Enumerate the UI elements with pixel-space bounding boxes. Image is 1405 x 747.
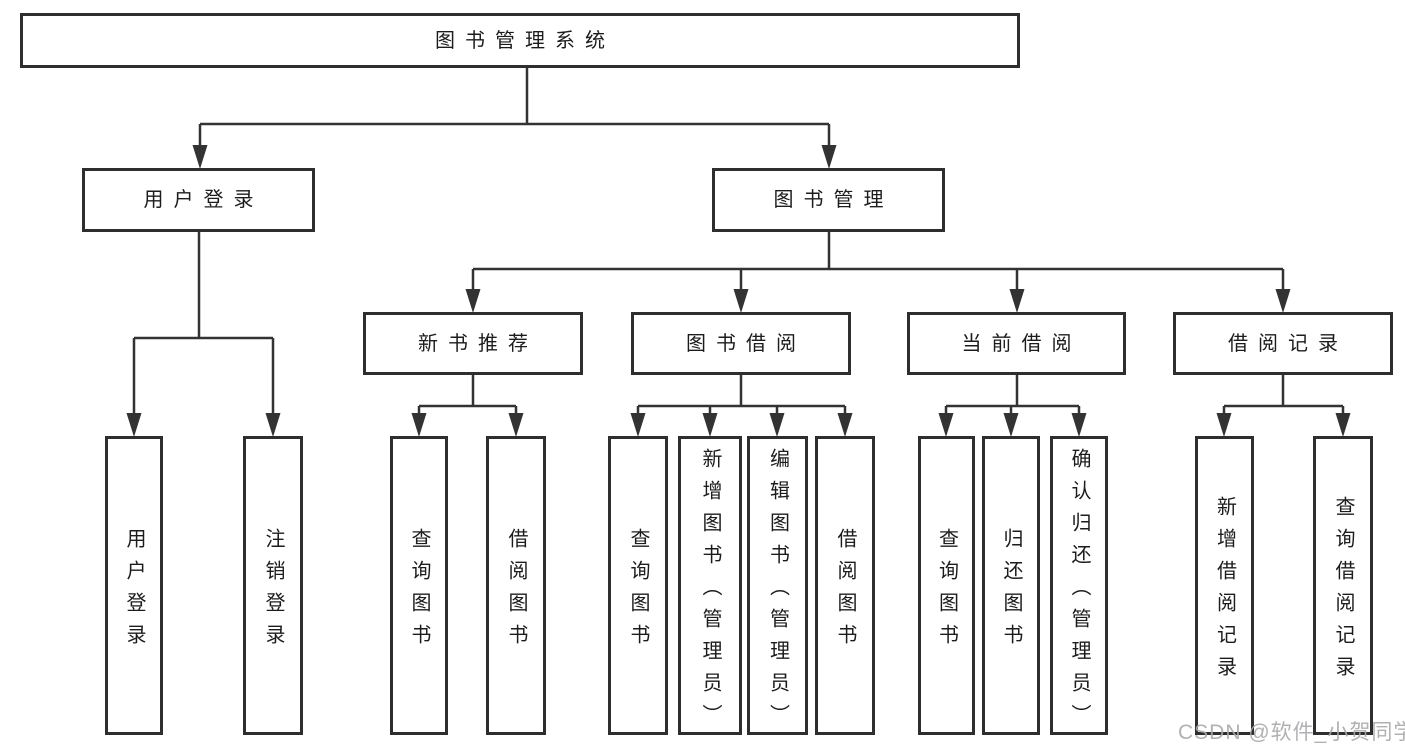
node-library-management-system: 图书管理系统 <box>20 13 1020 68</box>
node-label: 归还图书 <box>1000 527 1022 656</box>
arrow-down-icon <box>1009 289 1025 313</box>
connector-user-login-group <box>132 232 275 416</box>
leaf-return-book: 归还图书 <box>982 436 1040 735</box>
node-label: 借阅记录 <box>1228 332 1348 355</box>
node-borrowing-records: 借阅记录 <box>1173 312 1393 375</box>
node-label: 用户登录 <box>123 527 145 656</box>
node-book-borrowing: 图书借阅 <box>631 312 851 375</box>
arrow-down-icon <box>1071 413 1087 437</box>
node-book-management: 图书管理 <box>712 168 945 232</box>
arrow-down-icon <box>702 413 718 437</box>
node-label: 查询图书 <box>627 527 649 656</box>
leaf-query-borrow-record: 查询借阅记录 <box>1313 436 1373 735</box>
arrow-down-icon <box>126 413 142 437</box>
connector-current-borrowing-group <box>944 375 1081 416</box>
leaf-edit-book-admin: 编辑图书（管理员） <box>747 436 808 736</box>
leaf-query-books-recommend: 查询图书 <box>390 436 448 735</box>
arrow-down-icon <box>630 413 646 437</box>
node-new-book-recommendation: 新书推荐 <box>363 312 583 375</box>
connector-book-borrowing-group <box>636 375 847 416</box>
connector-book-management-group <box>471 232 1285 292</box>
node-label: 借阅图书 <box>834 527 856 656</box>
node-label: 新增借阅记录 <box>1213 495 1236 688</box>
leaf-add-book-admin: 新增图书（管理员） <box>678 436 742 736</box>
node-label: 当前借阅 <box>961 332 1082 355</box>
node-label: 编辑图书（管理员） <box>766 447 789 736</box>
arrow-down-icon <box>938 413 954 437</box>
leaf-logout: 注销登录 <box>243 436 303 735</box>
node-label: 图书借阅 <box>686 332 806 355</box>
node-label: 新增图书（管理员） <box>699 447 721 736</box>
leaf-confirm-return-admin: 确认归还（管理员） <box>1050 436 1108 736</box>
node-label: 图书管理系统 <box>435 29 615 52</box>
connector-borrowing-records-group <box>1222 375 1345 416</box>
arrow-down-icon <box>821 145 837 169</box>
node-user-login: 用户登录 <box>82 168 315 232</box>
arrow-down-icon <box>265 413 281 437</box>
node-label: 注销登录 <box>262 527 284 656</box>
leaf-query-books-current: 查询图书 <box>918 436 975 735</box>
arrow-down-icon <box>465 289 481 313</box>
node-label: 查询图书 <box>408 527 430 656</box>
csdn-watermark: CSDN @软件_小贺同学 <box>1178 721 1405 744</box>
leaf-borrow-book: 借阅图书 <box>815 436 875 735</box>
arrow-down-icon <box>1335 413 1351 437</box>
arrow-down-icon <box>411 413 427 437</box>
connector-root-to-level2 <box>198 68 831 148</box>
node-label: 用户登录 <box>143 189 264 211</box>
arrow-down-icon <box>837 413 853 437</box>
leaf-borrow-books-recommend: 借阅图书 <box>486 436 546 735</box>
arrow-down-icon <box>192 145 208 169</box>
arrow-down-icon <box>1216 413 1232 437</box>
node-label: 确认归还（管理员） <box>1068 447 1090 736</box>
leaf-add-borrow-record: 新增借阅记录 <box>1195 436 1254 735</box>
arrow-down-icon <box>1003 413 1019 437</box>
node-current-borrowing: 当前借阅 <box>907 312 1126 375</box>
connector-new-book-group <box>417 375 518 416</box>
node-label: 新书推荐 <box>418 332 538 355</box>
arrow-down-icon <box>733 289 749 313</box>
node-label: 查询图书 <box>935 527 958 656</box>
leaf-query-books-borrowing: 查询图书 <box>608 436 668 735</box>
arrow-down-icon <box>769 413 785 437</box>
arrow-down-icon <box>1275 289 1291 313</box>
node-label: 查询借阅记录 <box>1332 495 1354 688</box>
leaf-user-login: 用户登录 <box>105 436 163 735</box>
node-label: 借阅图书 <box>505 527 527 656</box>
node-label: 图书管理 <box>773 189 894 211</box>
arrow-down-icon <box>508 413 524 437</box>
